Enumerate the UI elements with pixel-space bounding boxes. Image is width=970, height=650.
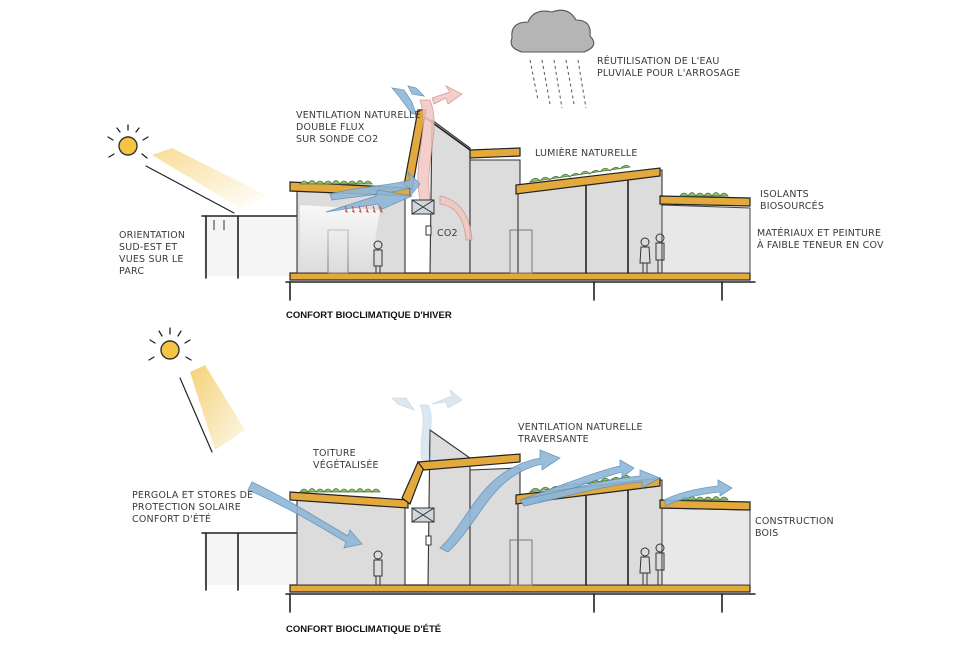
winter-section — [107, 9, 756, 301]
sun-icon — [148, 327, 192, 361]
ventilation-arrows — [391, 388, 463, 461]
construction-label: CONSTRUCTION BOIS — [755, 516, 837, 539]
summer-section — [148, 327, 756, 613]
people — [373, 233, 665, 273]
people — [373, 543, 665, 585]
orientation-label: ORIENTATION SUD-EST ET VUES SUR LE PARC — [119, 230, 188, 277]
summer-caption: CONFORT BIOCLIMATIQUE D'ÉTÉ — [286, 624, 441, 635]
building-body — [296, 118, 751, 274]
co2-label: CO2 — [437, 228, 458, 239]
ventilation-arrows — [325, 84, 473, 241]
floor-slab — [289, 272, 751, 281]
rain-label: RÉUTILISATION DE L'EAU PLUVIALE POUR L'A… — [597, 55, 740, 79]
sunbeam — [190, 365, 245, 450]
pergola-label: PERGOLA ET STORES DE PROTECTION SOLAIRE … — [132, 490, 257, 525]
toiture-label: TOITURE VÉGÉTALISÉE — [312, 448, 379, 471]
materiaux-label: MATÉRIAUX ET PEINTURE À FAIBLE TENEUR EN… — [757, 227, 884, 251]
isolants-label: ISOLANTS BIOSOURCÉS — [760, 189, 824, 212]
green-roof — [299, 165, 729, 197]
lumiere-label: LUMIÈRE NATURELLE — [535, 147, 638, 159]
cross-ventilation-arrows — [247, 449, 733, 553]
ventilation-double-label: VENTILATION NATURELLE DOUBLE FLUX SUR SO… — [296, 110, 424, 145]
pergola — [201, 532, 299, 591]
rain-cloud-icon — [510, 9, 595, 109]
pergola — [201, 215, 299, 279]
floor-slab — [289, 584, 751, 593]
ventilation-traversante-label: VENTILATION NATURELLE TRAVERSANTE — [517, 422, 646, 445]
sun-icon — [107, 124, 149, 159]
sunbeam — [152, 148, 268, 208]
winter-caption: CONFORT BIOCLIMATIQUE D'HIVER — [286, 310, 452, 321]
